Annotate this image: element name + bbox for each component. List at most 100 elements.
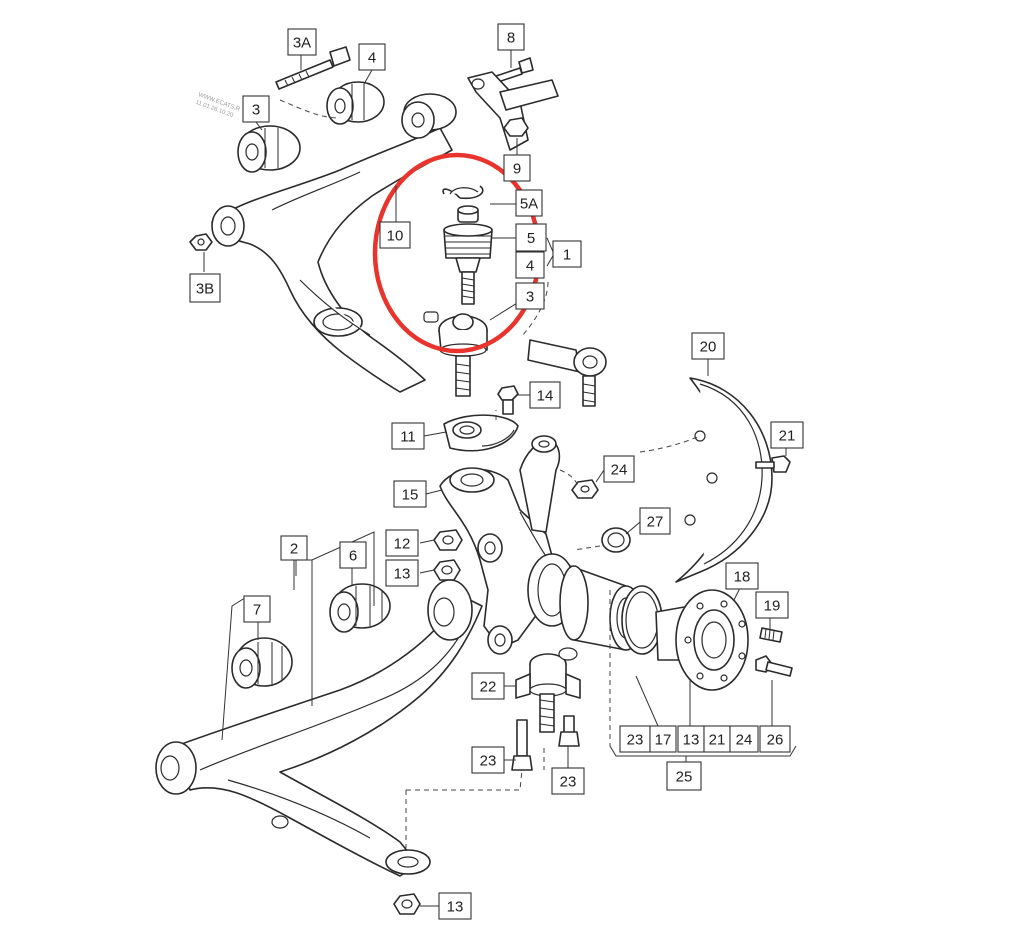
callout-text: 24 — [736, 732, 753, 749]
callout-box — [287, 28, 317, 56]
callout-3a[interactable]: 3A — [287, 28, 317, 56]
callout-text: 12 — [394, 536, 411, 553]
callout-box — [189, 273, 221, 303]
callout-box — [379, 221, 411, 249]
callout-text: 13 — [447, 899, 464, 916]
callout-text: 21 — [709, 732, 726, 749]
callout-9[interactable]: 9 — [503, 154, 531, 182]
callout-6[interactable]: 6 — [339, 541, 367, 569]
callout-4-mid[interactable]: 4 — [515, 251, 545, 279]
lower-control-arm — [155, 579, 483, 877]
bushing-6 — [329, 583, 391, 633]
callout-box — [339, 541, 367, 569]
callout-17[interactable]: 17 — [649, 725, 677, 753]
splash-shield-20 — [675, 377, 773, 583]
callout-text: 13 — [683, 732, 700, 749]
callout-23-row[interactable]: 23 — [619, 725, 651, 753]
callout-12[interactable]: 12 — [385, 529, 419, 557]
callout-text: 23 — [560, 774, 577, 791]
callout-23-br[interactable]: 23 — [551, 767, 585, 795]
callout-box — [759, 725, 791, 753]
watermark: WWW.ECATS.R 11.01.26.10.20 — [195, 92, 242, 119]
link-bracket — [467, 71, 559, 151]
bushing-4-top — [326, 81, 385, 125]
nut-12 — [433, 529, 463, 551]
callout-24-mid[interactable]: 24 — [603, 455, 635, 483]
callout-box — [755, 591, 789, 619]
callout-18[interactable]: 18 — [725, 562, 759, 590]
callout-text: 11 — [400, 429, 416, 446]
callout-10[interactable]: 10 — [379, 221, 411, 249]
callout-22[interactable]: 22 — [471, 672, 505, 700]
callout-text: 5A — [520, 196, 538, 213]
callout-text: 13 — [394, 566, 411, 583]
nut-3B — [189, 233, 213, 251]
nut-13-bottom — [393, 893, 421, 915]
callout-3-mid[interactable]: 3 — [515, 282, 545, 310]
callout-21-top[interactable]: 21 — [770, 421, 804, 449]
callout-text: 7 — [253, 602, 261, 619]
callout-24-row[interactable]: 24 — [729, 725, 759, 753]
callout-text: 27 — [647, 514, 664, 531]
callout-5[interactable]: 5 — [515, 223, 547, 252]
callout-text: 1 — [563, 247, 571, 264]
upper-control-arm — [211, 93, 457, 393]
callout-text: 15 — [402, 487, 419, 504]
spacer-plate-11 — [443, 414, 519, 452]
callout-23-bl[interactable]: 23 — [471, 746, 505, 774]
callout-19[interactable]: 19 — [755, 591, 789, 619]
callout-15[interactable]: 15 — [393, 480, 427, 508]
callout-11[interactable]: 11 — [391, 422, 425, 450]
callout-text: 18 — [734, 569, 751, 586]
callout-20[interactable]: 20 — [691, 332, 725, 360]
callout-27[interactable]: 27 — [639, 507, 671, 535]
callout-26[interactable]: 26 — [759, 725, 791, 753]
callout-21-row[interactable]: 21 — [703, 725, 731, 753]
callout-box — [770, 421, 804, 449]
nut-13-mid — [433, 559, 461, 581]
callout-text: 14 — [537, 388, 554, 405]
callout-text: 23 — [480, 753, 497, 770]
callout-5a[interactable]: 5A — [515, 189, 543, 217]
circlip-17 — [621, 585, 663, 655]
callout-box — [358, 43, 386, 71]
callout-3b[interactable]: 3B — [189, 273, 221, 303]
bushing-7 — [231, 637, 293, 689]
dashed-leaders — [279, 99, 701, 848]
callout-box — [515, 189, 543, 217]
callout-13-bottom[interactable]: 13 — [438, 892, 472, 920]
callout-3-top[interactable]: 3 — [242, 95, 270, 123]
callout-box — [280, 535, 308, 561]
callout-2[interactable]: 2 — [280, 535, 308, 561]
callout-8[interactable]: 8 — [497, 23, 525, 51]
callout-25[interactable]: 25 — [666, 761, 702, 791]
callout-13-mid[interactable]: 13 — [385, 559, 419, 587]
callout-4-top[interactable]: 4 — [358, 43, 386, 71]
callout-7[interactable]: 7 — [243, 595, 271, 623]
steering-knuckle-15 — [439, 435, 577, 655]
callout-13-row[interactable]: 13 — [677, 725, 705, 753]
callout-1[interactable]: 1 — [552, 240, 582, 268]
lower-ball-joint-22 — [515, 647, 581, 733]
callout-box — [529, 381, 561, 409]
leader-lines — [203, 50, 797, 907]
callout-text: 3B — [196, 281, 214, 298]
callout-box — [515, 282, 545, 310]
bolt-23-right — [558, 715, 580, 747]
bolt-23-left — [511, 719, 533, 771]
callout-box — [666, 761, 702, 791]
callout-14[interactable]: 14 — [529, 381, 561, 409]
callout-box — [471, 672, 505, 700]
callout-box — [639, 507, 671, 535]
callout-box — [242, 95, 270, 123]
callout-text: 25 — [676, 769, 693, 786]
wheel-bolt-26 — [755, 655, 793, 677]
callout-box — [619, 725, 651, 753]
callout-text: 3 — [526, 289, 534, 306]
callout-box — [515, 223, 547, 252]
callout-text: 5 — [527, 230, 535, 247]
bushing-3-top — [237, 125, 301, 173]
callout-text: 22 — [480, 679, 497, 696]
callout-text: 3A — [293, 35, 311, 52]
